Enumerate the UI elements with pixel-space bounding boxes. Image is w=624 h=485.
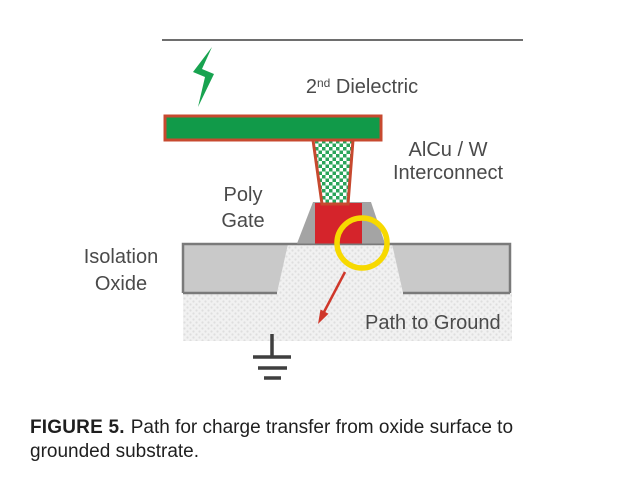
caption-figure-number: FIGURE 5.: [30, 417, 125, 438]
path-arrow-head: [318, 309, 329, 324]
substrate-region: [183, 244, 512, 341]
caption-line2: grounded substrate.: [30, 440, 200, 462]
alcu-line1: AlCu / W: [408, 139, 488, 161]
poly-line1: Poly: [223, 184, 263, 206]
dielectric-word: Dielectric: [335, 76, 419, 98]
caption-line1: Path for charge transfer from oxide surf…: [130, 417, 514, 438]
label-path-to-ground: Path to Ground: [365, 312, 501, 334]
isolation-line1: Isolation: [83, 246, 159, 268]
label-poly-gate: Poly Gate: [203, 182, 283, 234]
dielectric-num: 2: [305, 76, 317, 98]
ground-symbol-icon: [253, 334, 291, 380]
label-isolation-oxide: Isolation Oxide: [61, 244, 181, 298]
oxide-outline: [181, 242, 512, 295]
dielectric-sup: nd: [316, 76, 331, 90]
poly-line2: Gate: [221, 210, 265, 232]
figure-caption: FIGURE 5.Path for charge transfer from o…: [30, 416, 596, 463]
label-2nd-dielectric: 2nd Dielectric: [282, 70, 442, 100]
isolation-oxide-right: [392, 244, 510, 293]
isolation-oxide-left: [183, 244, 288, 293]
interconnect-via: [311, 138, 355, 206]
alcu-line2: Interconnect: [392, 162, 504, 184]
lightning-bolt-icon: [193, 47, 214, 107]
charge-transfer-diagram: [162, 39, 523, 380]
isolation-line2: Oxide: [94, 273, 148, 295]
path-arrow-shaft: [322, 271, 347, 313]
label-alcu-w-interconnect: AlCu / W Interconnect: [372, 139, 524, 185]
dielectric-bar: [163, 114, 383, 142]
highlight-circle: [334, 215, 390, 271]
